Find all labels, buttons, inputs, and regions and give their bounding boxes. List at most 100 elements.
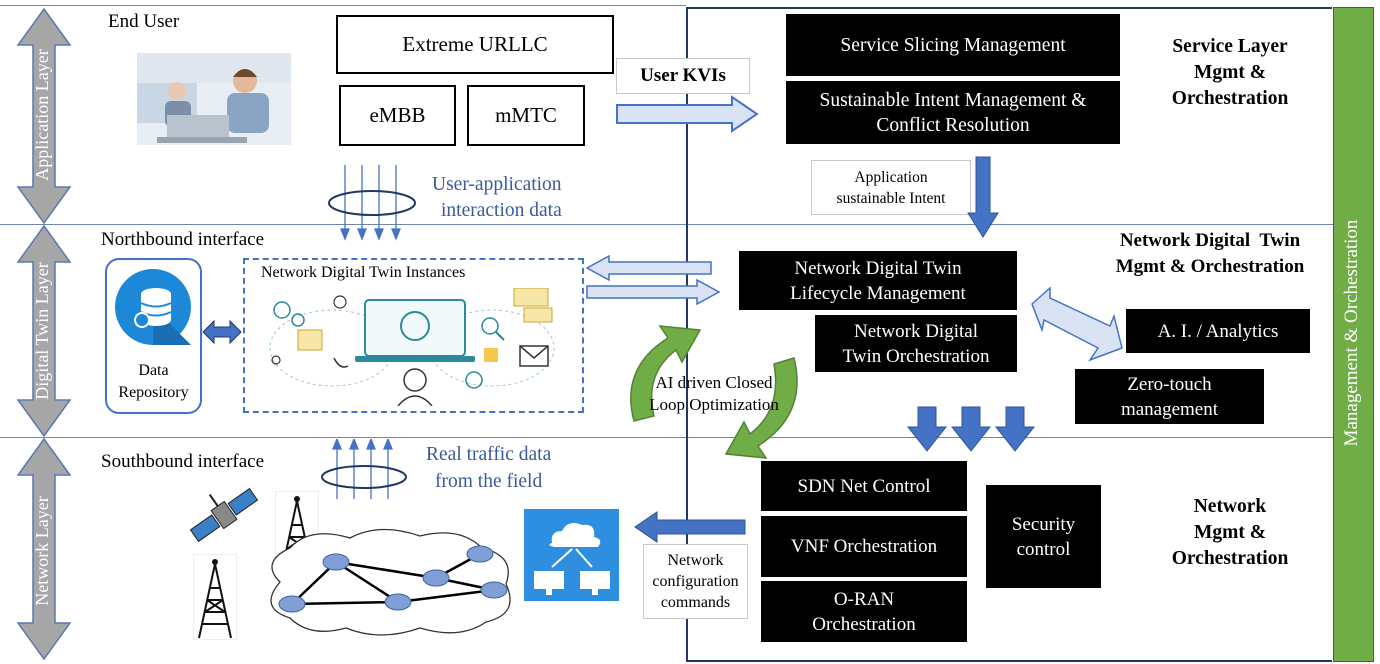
- lightbulb-icon: [333, 295, 347, 309]
- twin-title-line1: Network Digital Twin: [1119, 230, 1301, 251]
- cell-tower-icon-2: [193, 554, 237, 640]
- traffic-line2: from the field: [435, 471, 543, 492]
- document-icon: [297, 329, 323, 351]
- service-layer-title: Service Layer Mgmt & Orchestration: [1150, 34, 1310, 112]
- security-line1: Security: [1011, 513, 1076, 535]
- repository-double-arrow: [202, 319, 242, 345]
- twin-orch-line1: Network Digital: [853, 320, 978, 342]
- twin-instances-illustration: [269, 288, 555, 406]
- closed-loop-label: AI driven Closed Loop Optimization: [636, 372, 792, 416]
- interaction-data-arrows: [328, 165, 416, 241]
- security-line2: control: [1016, 538, 1071, 560]
- intent-management-box: Sustainable Intent Management & Conflict …: [786, 81, 1120, 144]
- digital-twin-layer-label: Digital Twin Layer: [32, 262, 52, 400]
- twin-instances-label: Network Digital Twin Instances: [261, 264, 466, 281]
- closed-loop-line2: Loop Optimization: [649, 395, 779, 414]
- mail-icon: [519, 345, 549, 367]
- app-intent-note: Application sustainable Intent: [811, 160, 971, 215]
- lifecycle-line2: Lifecycle Management: [790, 282, 966, 304]
- database-icon: [115, 269, 191, 345]
- interaction-data-line1: User-application: [432, 174, 562, 195]
- intent-line1: Sustainable Intent Management &: [819, 89, 1087, 111]
- management-orchestration-bar: [1333, 7, 1374, 662]
- phone-icon: [333, 357, 349, 368]
- twin-orch-line2: Twin Orchestration: [842, 345, 990, 367]
- zero-touch-line1: Zero-touch: [1127, 373, 1212, 395]
- gear-icon: [273, 301, 291, 319]
- ai-analytics-box: A. I. / Analytics: [1126, 309, 1310, 353]
- network-layer-label: Network Layer: [32, 496, 52, 606]
- headset-icon: [400, 311, 430, 341]
- mmtc-box: mMTC: [467, 85, 585, 146]
- security-control-box: Security control: [986, 485, 1101, 588]
- intent-line2: Conflict Resolution: [876, 114, 1030, 136]
- config-line2: configuration: [652, 573, 739, 590]
- twin-mgmt-title: Network Digital Twin Mgmt & Orchestratio…: [1090, 228, 1330, 280]
- service-slicing-box: Service Slicing Management: [786, 14, 1120, 76]
- network-title-line2: Mgmt &: [1193, 522, 1266, 543]
- twin-title-line2: Mgmt & Orchestration: [1115, 256, 1305, 277]
- application-layer-arrow: [16, 7, 72, 225]
- urllc-box: Extreme URLLC: [336, 15, 614, 74]
- service-title-line2: Mgmt &: [1193, 62, 1266, 83]
- traffic-data-label: Real traffic data from the field: [426, 441, 551, 495]
- service-title-line3: Orchestration: [1171, 88, 1289, 109]
- chat-icon: [513, 288, 549, 307]
- twin-instances-box: [243, 258, 584, 413]
- management-orchestration-label: Management & Orchestration: [1341, 219, 1362, 447]
- cloud-computers-icon: [524, 509, 619, 601]
- closed-loop-line1: AI driven Closed: [655, 373, 773, 392]
- traffic-data-arrows: [321, 439, 407, 499]
- data-repository-label: Data Repository: [105, 360, 202, 404]
- end-user-label: End User: [108, 11, 180, 32]
- closed-loop-arrows: [630, 325, 798, 459]
- satellite-icon: [189, 487, 259, 543]
- network-layer-arrow: [16, 437, 72, 661]
- support-icon: [465, 371, 483, 389]
- config-line1: Network: [667, 552, 724, 569]
- twin-layer-arrow: [16, 224, 72, 438]
- data-repository-box: [105, 258, 202, 414]
- layer-divider-bottom: [0, 437, 1334, 438]
- end-user-photo: [137, 53, 291, 145]
- vnf-orchestration-box: VNF Orchestration: [761, 516, 967, 577]
- app-intent-line1: Application: [854, 168, 928, 186]
- network-title-line1: Network: [1193, 496, 1267, 517]
- user-kvis-arrow: [616, 95, 759, 133]
- oran-line1: O-RAN: [833, 588, 895, 610]
- laptop-icon: [364, 299, 466, 357]
- service-title-line1: Service Layer: [1172, 36, 1288, 57]
- intent-down-arrow: [967, 156, 999, 238]
- repository-line2: Repository: [118, 384, 189, 401]
- embb-box: eMBB: [339, 85, 456, 146]
- user-kvis-label: User KVIs: [616, 58, 750, 94]
- zero-touch-box: Zero-touch management: [1075, 369, 1264, 424]
- person-icon: [403, 368, 427, 392]
- network-mgmt-title: Network Mgmt & Orchestration: [1150, 494, 1310, 572]
- search-icon: [481, 317, 499, 335]
- oran-line2: Orchestration: [812, 613, 916, 635]
- network-cloud: [270, 528, 511, 636]
- layer-arrows: [16, 7, 72, 661]
- southbound-interface-label: Southbound interface: [101, 451, 265, 472]
- northbound-interface-label: Northbound interface: [101, 229, 265, 250]
- config-arrow: [634, 511, 746, 543]
- network-title-line3: Orchestration: [1171, 548, 1289, 569]
- top-border: [0, 5, 686, 6]
- repository-line1: Data: [138, 362, 169, 379]
- sdn-control-box: SDN Net Control: [761, 461, 967, 511]
- oran-orchestration-box: O-RAN Orchestration: [761, 581, 967, 642]
- layer-divider-top: [0, 224, 1334, 225]
- interaction-data-line2: interaction data: [441, 200, 562, 221]
- router-icon: [322, 553, 350, 571]
- network-down-arrows: [906, 406, 1036, 452]
- twin-exchange-arrows: [585, 254, 721, 306]
- thumbs-up-icon: [484, 348, 498, 362]
- app-intent-line2: sustainable Intent: [836, 189, 946, 207]
- zero-touch-line2: management: [1120, 398, 1219, 420]
- traffic-line1: Real traffic data: [426, 444, 552, 465]
- lifecycle-line1: Network Digital Twin: [794, 257, 962, 279]
